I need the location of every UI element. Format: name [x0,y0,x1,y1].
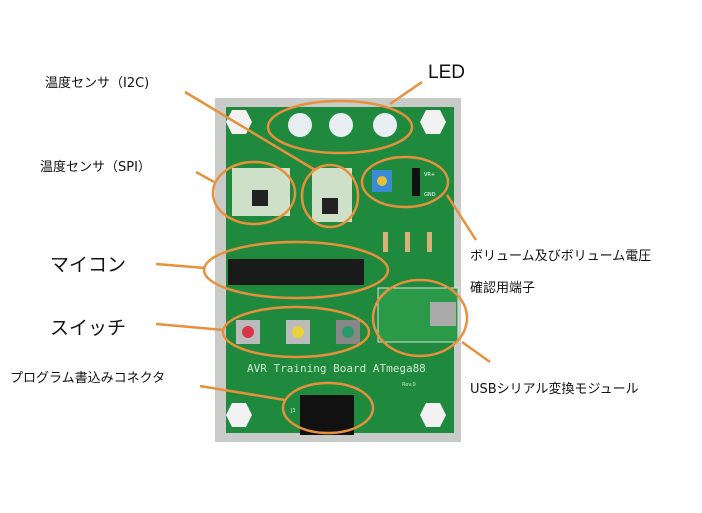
label-switch: スイッチ [50,317,127,339]
leader-connector [199,384,286,402]
gnd-label: GND [424,192,436,198]
chip [322,198,338,214]
leader-mcu [155,262,206,270]
resistor [427,232,432,252]
pot-knob [377,176,387,186]
vr-label: VR+ [424,172,435,178]
spacer [420,403,446,427]
led [373,113,397,137]
usb-ellipse [371,278,469,358]
switch-cap-red [242,326,254,338]
label-usb: USBシリアル変換モジュール [470,382,639,397]
leader-i2c [184,90,316,172]
label-mcu: マイコン [50,254,127,276]
led [288,113,312,137]
spi-ellipse [211,160,297,226]
volume-ellipse [360,155,450,209]
chip [252,190,268,206]
switch-cap-yellow [292,326,304,338]
label-programmer: プログラム書込みコネクタ [10,371,166,386]
label-volume-line2: 確認用端子 [470,281,536,296]
leader-switch [155,322,225,332]
label-led: LED [428,62,465,83]
usb-c-port [430,302,456,326]
leader-usb [461,340,491,364]
led [329,113,353,137]
switch-ellipse [221,305,371,359]
annotation-layer [155,80,491,435]
resistor [383,232,388,252]
atmega88-chip [228,259,364,285]
rev-label: Rev.0 [402,382,416,388]
connector-ellipse [281,381,375,435]
i2c-ellipse [300,163,360,229]
pin-header [412,168,420,196]
label-temp-i2c: 温度センサ（I2C) [45,76,150,91]
leader-led [389,80,423,106]
spacer [226,403,252,427]
mcu-ellipse [202,240,390,300]
label-temp-spi: 温度センサ（SPI） [40,160,151,175]
resistor [405,232,410,252]
leader-volume [445,194,478,241]
leader-spi [195,170,215,184]
label-volume-line1: ボリューム及びボリューム電圧 [470,249,652,264]
led-ellipse [266,99,414,155]
spacer [420,110,446,134]
switch-cap-green [342,326,354,338]
programming-connector [300,395,354,435]
board-silkscreen: AVR Training Board ATmega88 [247,362,426,375]
connector-ref: J1 [290,408,296,414]
